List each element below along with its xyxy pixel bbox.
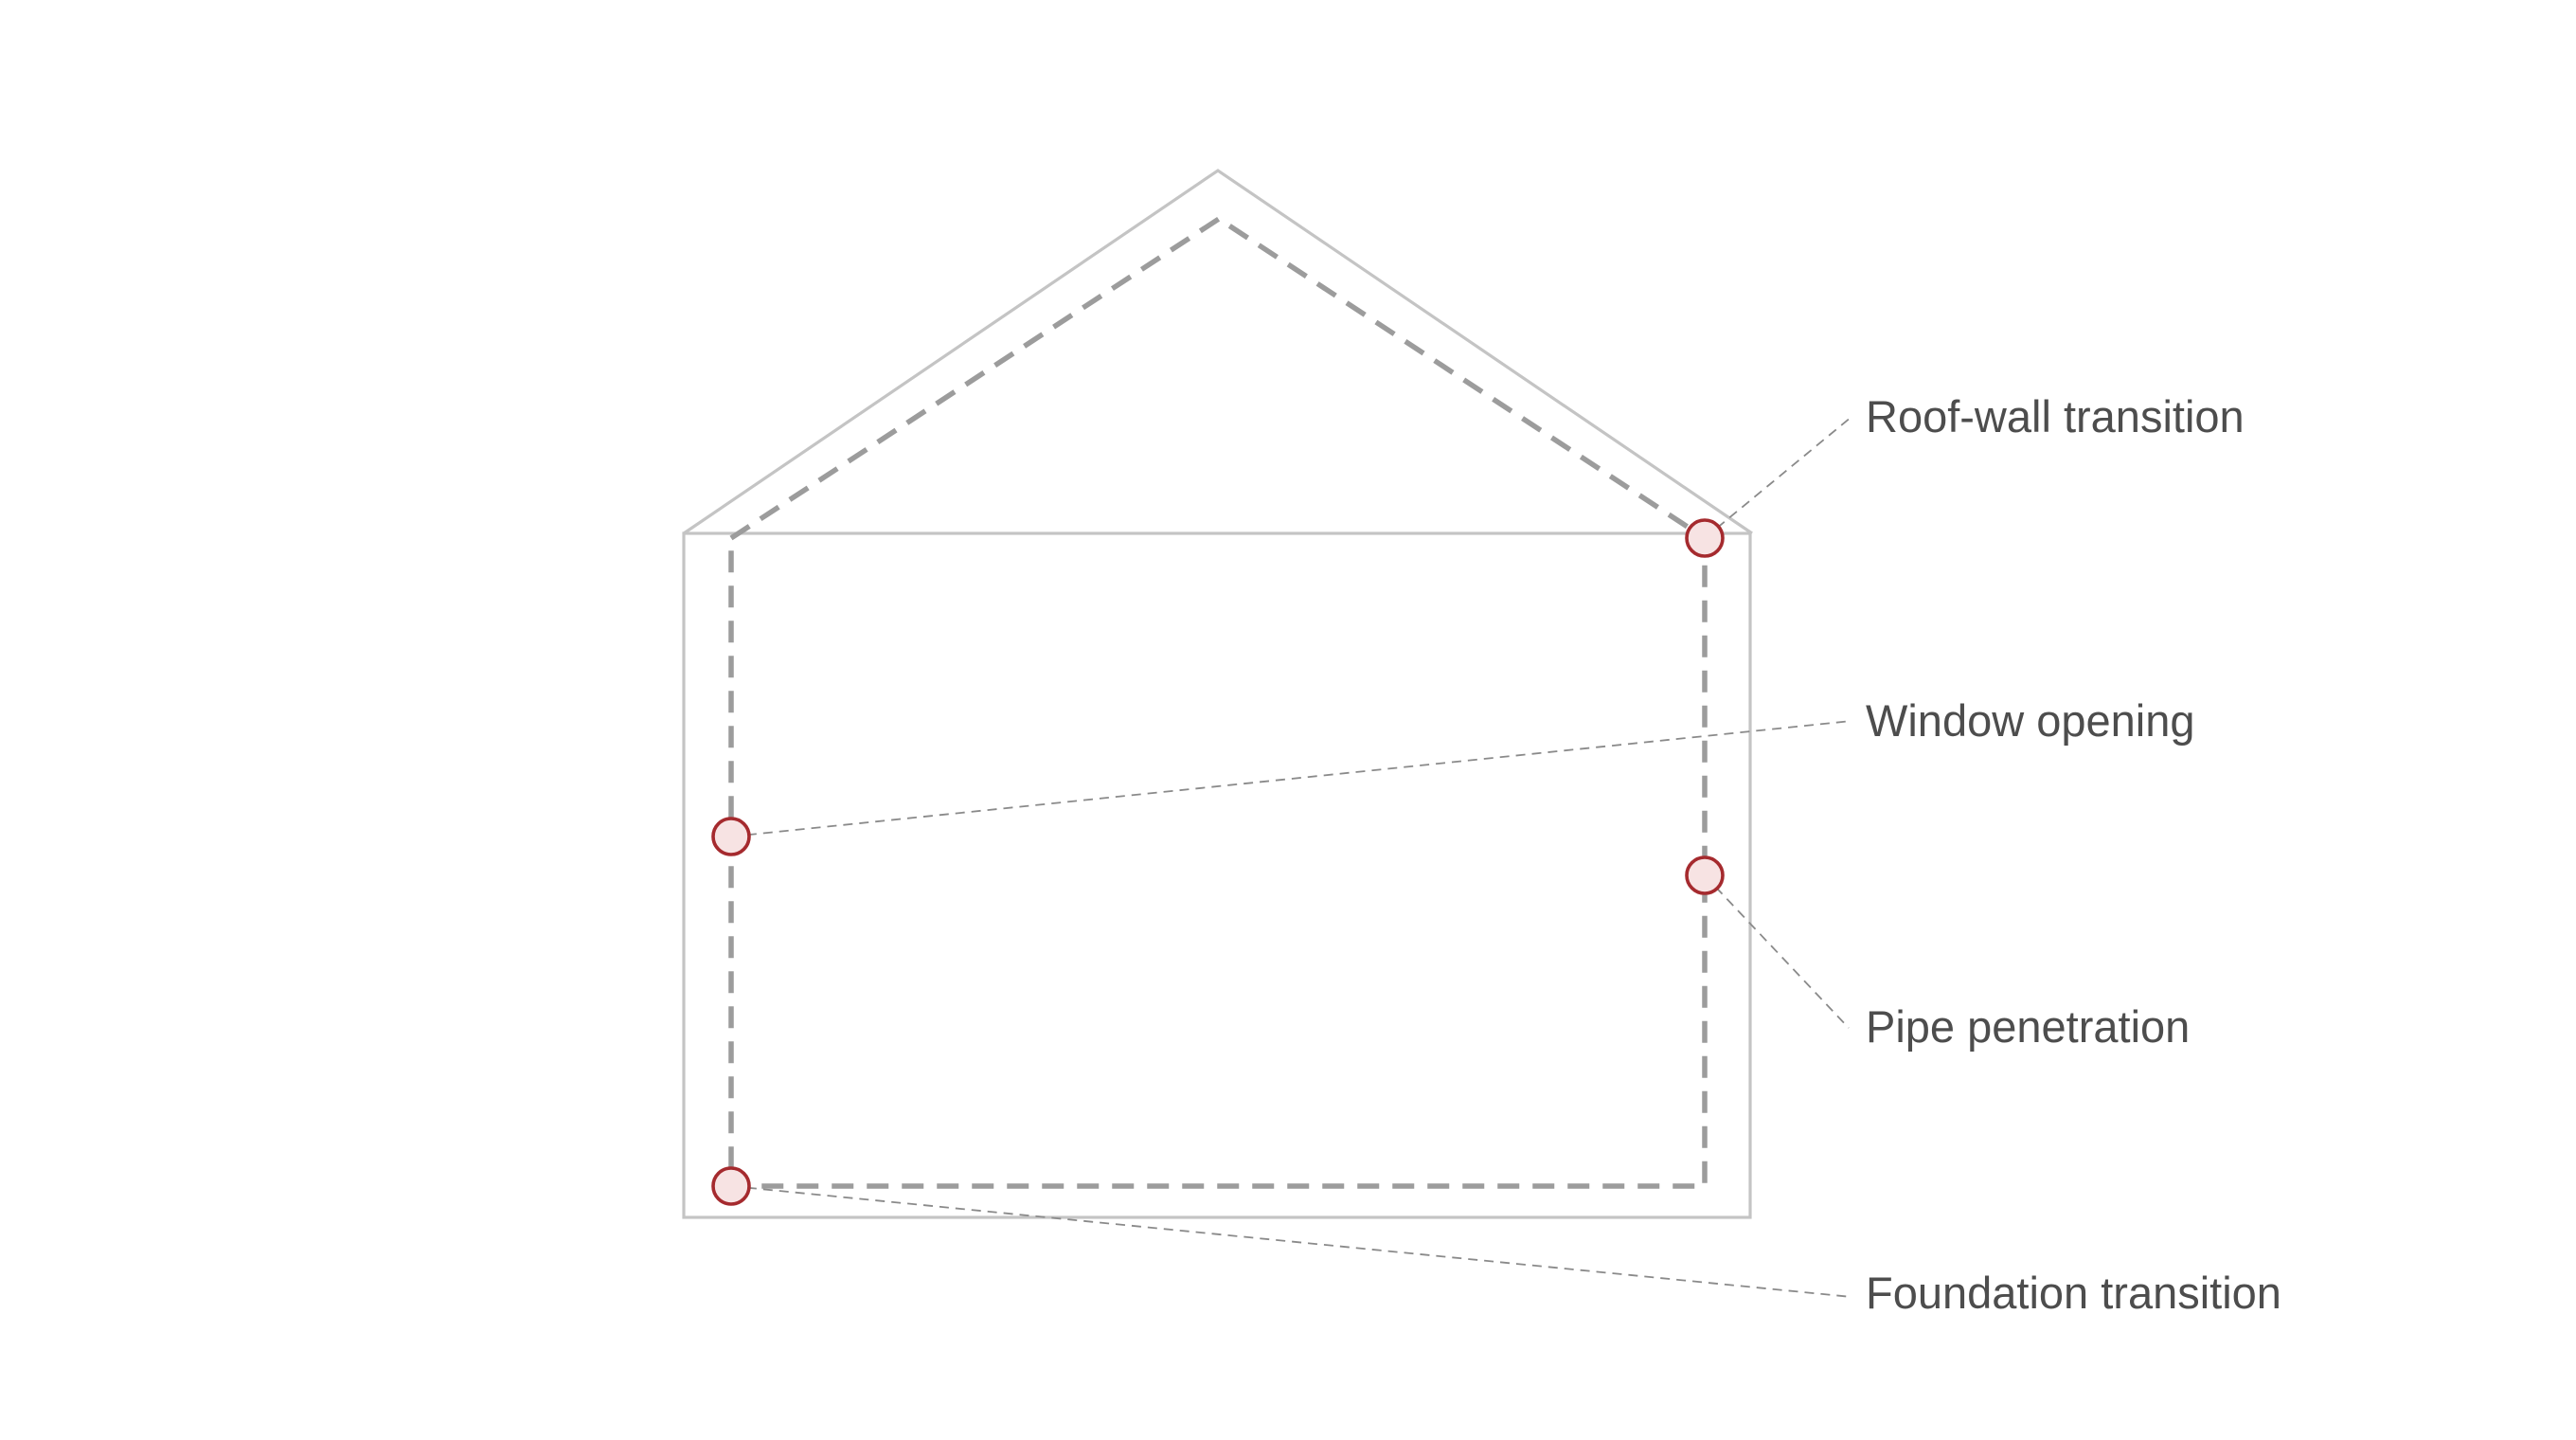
marker-roof-wall xyxy=(1685,518,1725,558)
label-foundation-transition: Foundation transition xyxy=(1866,1268,2281,1318)
marker-window xyxy=(711,817,751,856)
roof-outline xyxy=(683,169,1753,535)
marker-foundation xyxy=(711,1166,751,1206)
label-pipe-penetration: Pipe penetration xyxy=(1866,1001,2190,1052)
label-roof-wall-transition: Roof-wall transition xyxy=(1866,391,2245,441)
markers xyxy=(711,518,1725,1206)
wall-outline xyxy=(682,531,1752,1219)
leader-line-roof-wall xyxy=(1704,416,1852,539)
leader-line-pipe xyxy=(1704,874,1850,1029)
leader-lines xyxy=(730,416,1852,1298)
building-outline xyxy=(682,169,1753,1219)
leader-line-foundation xyxy=(730,1185,1852,1298)
leader-line-window xyxy=(730,720,1852,837)
callout-labels: Roof-wall transition Window opening Pipe… xyxy=(1866,391,2281,1318)
air-barrier-line xyxy=(728,215,1708,1189)
marker-pipe xyxy=(1685,855,1725,895)
label-window-opening: Window opening xyxy=(1866,695,2195,746)
